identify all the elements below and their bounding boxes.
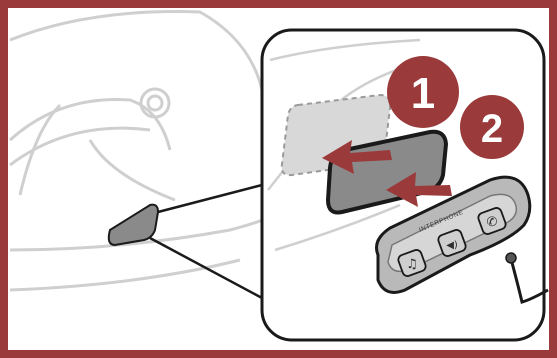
step-number-2: 2 xyxy=(481,107,503,151)
phone-sound-icon: ◀) xyxy=(446,240,458,251)
phone-icon: ✆ xyxy=(487,215,498,230)
step-badge-1: 1 xyxy=(387,56,459,128)
step-number-1: 1 xyxy=(411,69,435,118)
music-note-icon: ♫ xyxy=(406,257,418,272)
step-badge-2: 2 xyxy=(460,95,524,159)
cable-connector xyxy=(506,253,516,263)
